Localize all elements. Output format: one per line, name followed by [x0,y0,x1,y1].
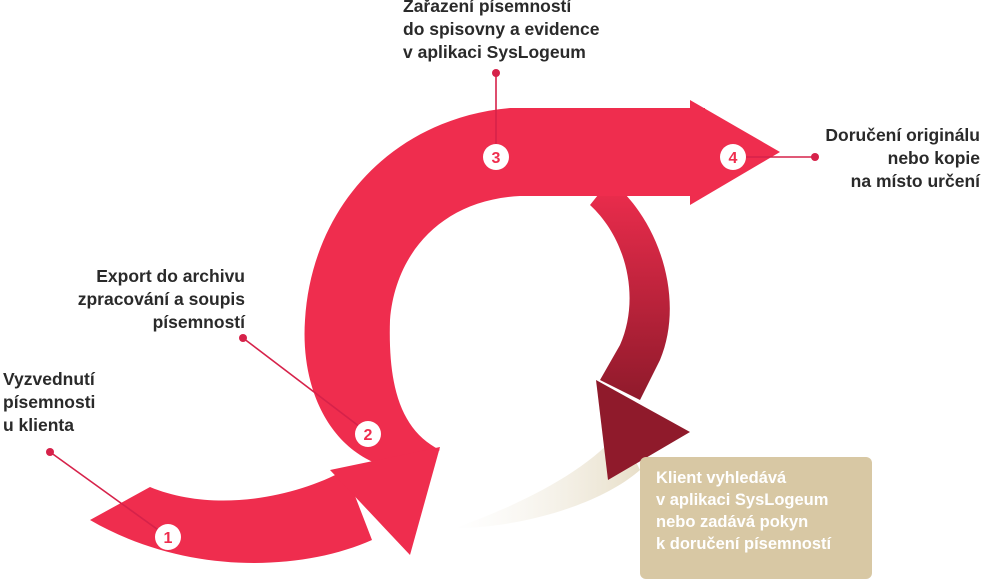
connector-2 [242,337,365,431]
step-label-4: Doručení originálu nebo kopie na místo u… [800,124,980,193]
step-label-3-line-1: Zařazení písemností [403,0,572,16]
step-label-3: Zařazení písemností do spisovny a eviden… [403,0,599,64]
connector-lines [49,73,815,538]
lower-swoosh-body [90,470,372,563]
connector-dot-3 [492,69,500,77]
connector-1 [49,451,169,538]
loop-arrow-body [304,108,705,470]
client-note-line-2: v aplikaci SysLogeum [656,491,829,509]
step-marker-2: 2 [355,421,381,447]
descending-arrow-head [596,380,690,480]
connector-dot-2 [239,334,247,342]
step-label-1-line-2: písemnosti [3,392,96,412]
step-label-2: Export do archivu zpracování a soupis pí… [64,265,245,334]
connector-dots [46,69,819,456]
step-marker-3: 3 [483,144,509,170]
step-number-4: 4 [729,150,738,167]
step-label-4-line-3: na místo určení [850,171,980,191]
step-label-2-line-1: Export do archivu [96,266,245,286]
client-note-line-1: Klient vyhledává [656,469,787,487]
step-label-1-line-3: u klienta [3,415,74,435]
client-note-box: Klient vyhledává v aplikaci SysLogeum ne… [640,457,872,579]
client-note-line-4: k doručení písemností [656,535,832,553]
connector-dot-4 [811,153,819,161]
client-note-line-3: nebo zadává pokyn [656,513,809,531]
step-label-3-line-3: v aplikaci SysLogeum [403,42,586,62]
step-number-2: 2 [364,427,373,444]
step-label-1: Vyzvednutí písemnosti u klienta [3,368,95,437]
step-label-1-line-1: Vyzvednutí [3,369,95,389]
step-label-2-line-2: zpracování a soupis [77,289,245,309]
step-marker-4: 4 [720,144,746,170]
lower-swoosh-head [330,447,440,555]
step-label-3-line-2: do spisovny a evidence [403,19,600,39]
step-number-3: 3 [492,150,501,167]
step-number-1: 1 [164,530,173,547]
step-label-2-line-3: písemností [152,312,245,332]
connector-dot-1 [46,448,54,456]
step-label-4-line-1: Doručení originálu [825,125,980,145]
step-label-4-line-2: nebo kopie [887,148,980,168]
descending-arrow-body [590,180,670,400]
step-marker-1: 1 [155,524,181,550]
